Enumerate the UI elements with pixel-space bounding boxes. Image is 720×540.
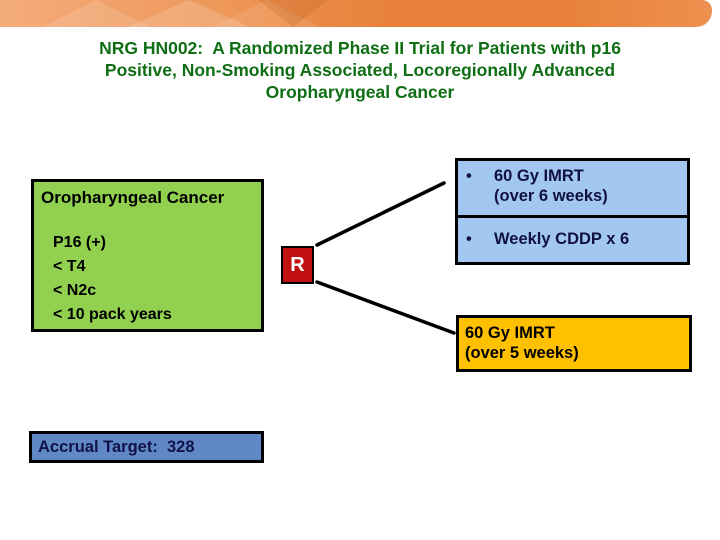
arm2-radiation-duration: (over 5 weeks) [465, 344, 579, 362]
eligibility-item-list: P16 (+) < T4 < N2c < 10 pack years [53, 231, 257, 327]
eligibility-item: P16 (+) [53, 234, 106, 251]
randomization-box: R [281, 246, 314, 284]
connector-line-bottom [315, 280, 456, 335]
arm1-radiation-box: • 60 Gy IMRT (over 6 weeks) [455, 158, 690, 218]
eligibility-item: < 10 pack years [53, 306, 172, 323]
arm1-chemo-text: Weekly CDDP x 6 [494, 230, 630, 248]
bullet-icon: • [466, 230, 472, 248]
eligibility-box: Oropharyngeal Cancer P16 (+) < T4 < N2c … [31, 179, 264, 332]
accrual-target-box: Accrual Target: 328 [29, 431, 264, 463]
connector-line-top [315, 181, 446, 247]
slide-title-line-1: NRG HN002: A Randomized Phase II Trial f… [99, 38, 621, 58]
eligibility-item: < T4 [53, 258, 86, 275]
bullet-icon: • [466, 167, 472, 185]
banner-triangle-decoration [42, 0, 150, 27]
eligibility-header: Oropharyngeal Cancer [41, 188, 225, 207]
top-banner [0, 0, 712, 27]
arm2-radiation-box: 60 Gy IMRT (over 5 weeks) [456, 315, 692, 372]
arm2-radiation-text: 60 Gy IMRT [465, 324, 555, 342]
slide-title: NRG HN002: A Randomized Phase II Trial f… [0, 37, 720, 103]
arm1-radiation-duration: (over 6 weeks) [494, 187, 608, 205]
slide-title-line-2: Positive, Non-Smoking Associated, Locore… [104, 60, 616, 80]
slide-title-line-3: Oropharyngeal Cancer [265, 82, 455, 102]
eligibility-item: < N2c [53, 282, 97, 299]
accrual-target-text: Accrual Target: 328 [38, 438, 195, 456]
randomization-label: R [290, 253, 305, 276]
arm1-chemo-box: • Weekly CDDP x 6 [455, 215, 690, 265]
arm1-radiation-text: 60 Gy IMRT [494, 167, 584, 185]
